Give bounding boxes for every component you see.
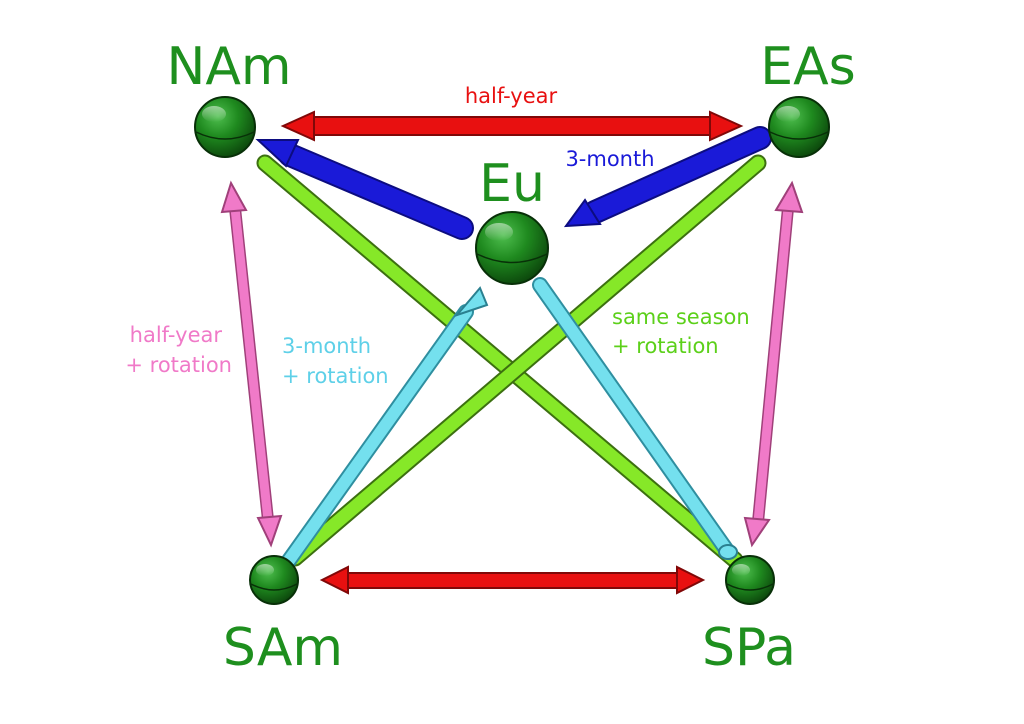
sphere-eu-shine	[485, 223, 513, 241]
node-nam	[194, 96, 256, 158]
sphere-eas	[768, 96, 830, 158]
same-season-rotation-edges	[256, 154, 767, 569]
label-three-month-rot-1: 3-month	[282, 334, 371, 358]
sphere-eas-equator	[769, 131, 829, 140]
arrowhead-up-right	[774, 180, 804, 214]
sphere-spa	[725, 555, 775, 605]
sphere-nam-shine	[202, 106, 226, 122]
edge-eu-spa-core	[534, 279, 734, 558]
arrowhead-eu-blue	[563, 198, 602, 228]
sphere-eas-shine	[776, 106, 800, 122]
rod-end-cap	[718, 544, 738, 560]
label-spa: SPa	[702, 618, 796, 678]
edge-sam-eu-core	[279, 306, 472, 572]
edge-eas-eu-core	[585, 128, 770, 222]
node-sam	[249, 555, 299, 605]
node-labels: NAm EAs Eu SAm SPa	[166, 37, 855, 678]
sphere-sam-shine	[256, 564, 274, 576]
sphere-sam-equator	[250, 583, 298, 591]
node-spa	[725, 555, 775, 605]
label-half-year: half-year	[465, 84, 558, 108]
label-same-season-1: same season	[612, 305, 750, 329]
nodes	[194, 96, 830, 605]
edge-sam-spa	[344, 572, 681, 589]
edge-nam-sam-core	[230, 207, 273, 521]
arrowhead-nam-blue	[255, 139, 300, 168]
label-same-season-2: + rotation	[612, 334, 719, 358]
sphere-sam	[249, 555, 299, 605]
sphere-eu-equator	[476, 253, 548, 264]
arrowhead-right-top	[709, 110, 744, 142]
edge-eas-sam-core	[288, 156, 765, 565]
label-half-year-rot-1: half-year	[130, 323, 223, 347]
edge-eu-nam-core	[280, 145, 472, 238]
node-eu	[475, 211, 549, 285]
arrowhead-down-left	[256, 514, 283, 548]
sphere-eu	[475, 211, 549, 285]
label-half-year-rot-2: + rotation	[125, 353, 232, 377]
label-eu: Eu	[479, 154, 545, 214]
arrowhead-down-right	[743, 516, 771, 548]
edge-labels: half-year 3-month same season + rotation…	[125, 84, 749, 388]
edge-nam-spa-core	[258, 156, 742, 567]
arrowhead-left-bottom	[319, 565, 349, 595]
arrowhead-right-bottom	[676, 565, 706, 595]
label-nam: NAm	[166, 37, 291, 97]
label-eas: EAs	[760, 37, 856, 97]
label-three-month-rot-2: + rotation	[282, 364, 389, 388]
label-three-month: 3-month	[565, 147, 654, 171]
arrowhead-up-left	[220, 180, 248, 214]
half-year-rotation-edges	[220, 180, 804, 548]
edge-nam-eas	[309, 116, 715, 136]
sphere-spa-shine	[732, 564, 750, 576]
edge-eas-spa-core	[753, 207, 793, 523]
three-month-edges	[255, 126, 772, 240]
sphere-nam-equator	[195, 131, 255, 140]
label-sam: SAm	[223, 618, 343, 678]
node-eas	[768, 96, 830, 158]
half-year-edges	[280, 110, 744, 595]
sphere-nam	[194, 96, 256, 158]
arrowhead-eu-cyan	[453, 286, 489, 318]
arrowhead-left-top	[280, 110, 315, 142]
three-month-rotation-edges	[277, 277, 738, 574]
sphere-spa-equator	[726, 583, 774, 591]
